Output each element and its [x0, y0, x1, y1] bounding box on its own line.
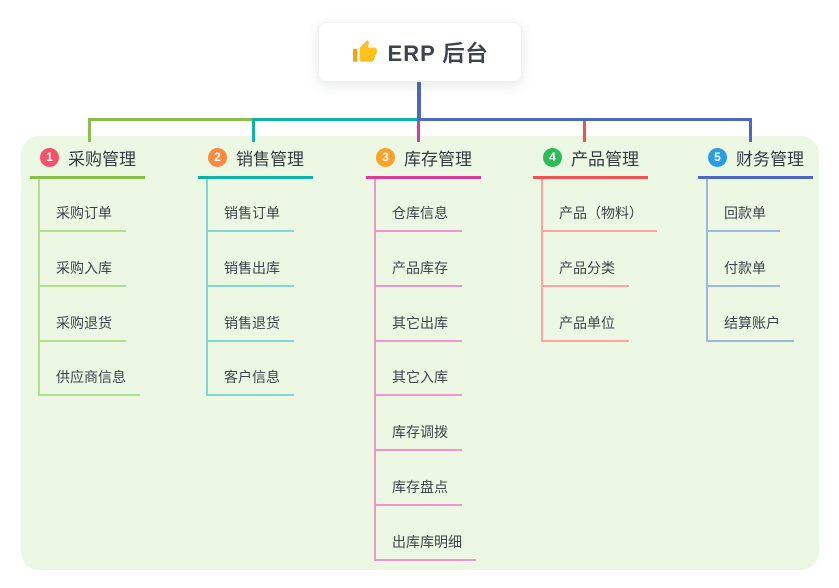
branch-child-item[interactable]: 销售退货 — [206, 310, 294, 342]
branch-child-item[interactable]: 采购退货 — [38, 310, 126, 342]
branch-label: 财务管理 — [736, 149, 804, 169]
branch-label: 库存管理 — [404, 149, 472, 169]
branch-child-item[interactable]: 出库库明细 — [374, 529, 476, 561]
branch-child-item[interactable]: 产品分类 — [541, 255, 629, 287]
branch-label: 产品管理 — [571, 149, 639, 169]
branch-header-4[interactable]: 4 产品管理 — [533, 145, 648, 179]
branch-badge-3: 3 — [376, 147, 395, 167]
horizontal-connector-green — [88, 118, 253, 121]
thumbs-up-icon — [352, 40, 377, 62]
branch-label: 采购管理 — [68, 149, 136, 169]
root-node-label: ERP 后台 — [387, 41, 489, 66]
branch-badge-2: 2 — [208, 147, 227, 167]
branch-header-2[interactable]: 2 销售管理 — [198, 145, 313, 179]
horizontal-connector-blue — [417, 118, 751, 121]
branch-header-1[interactable]: 1 采购管理 — [30, 145, 145, 179]
branch-drop-line-5 — [749, 118, 752, 142]
branch-child-item[interactable]: 其它入库 — [374, 364, 462, 397]
root-node[interactable]: ERP 后台 — [318, 22, 522, 82]
branch-child-item[interactable]: 产品（物料） — [541, 200, 657, 232]
branch-child-item[interactable]: 产品库存 — [374, 255, 462, 287]
branch-child-item[interactable]: 采购订单 — [38, 200, 126, 232]
branch-child-item[interactable]: 产品单位 — [541, 310, 629, 342]
branch-badge-4: 4 — [543, 147, 562, 167]
branch-drop-line-1 — [88, 118, 91, 142]
branch-child-item[interactable]: 销售订单 — [206, 200, 294, 232]
branch-drop-line-3 — [417, 121, 420, 142]
branch-trunk-line-3 — [374, 179, 376, 559]
branch-child-item[interactable]: 回款单 — [706, 200, 780, 232]
branch-child-item[interactable]: 结算账户 — [706, 310, 794, 342]
branch-child-item[interactable]: 库存盘点 — [374, 474, 462, 506]
branch-trunk-line-5 — [706, 179, 708, 340]
branch-child-item[interactable]: 其它出库 — [374, 310, 462, 342]
branch-badge-5: 5 — [708, 147, 727, 167]
branch-drop-line-4 — [583, 121, 586, 142]
branch-child-item[interactable]: 采购入库 — [38, 255, 126, 287]
branch-badge-1: 1 — [40, 147, 59, 167]
horizontal-connector-teal — [252, 118, 419, 121]
root-connector-line — [417, 82, 421, 119]
branch-child-item[interactable]: 库存调拨 — [374, 419, 462, 452]
branch-header-5[interactable]: 5 财务管理 — [698, 145, 813, 179]
branches-panel — [21, 136, 819, 570]
branch-trunk-line-4 — [541, 179, 543, 340]
branch-label: 销售管理 — [236, 149, 304, 169]
branch-child-item[interactable]: 客户信息 — [206, 364, 294, 397]
branch-child-item[interactable]: 仓库信息 — [374, 200, 462, 232]
branch-drop-line-2 — [252, 118, 255, 142]
branch-child-item[interactable]: 供应商信息 — [38, 364, 140, 397]
branch-header-3[interactable]: 3 库存管理 — [366, 145, 481, 179]
branch-child-item[interactable]: 付款单 — [706, 255, 780, 287]
branch-child-item[interactable]: 销售出库 — [206, 255, 294, 287]
